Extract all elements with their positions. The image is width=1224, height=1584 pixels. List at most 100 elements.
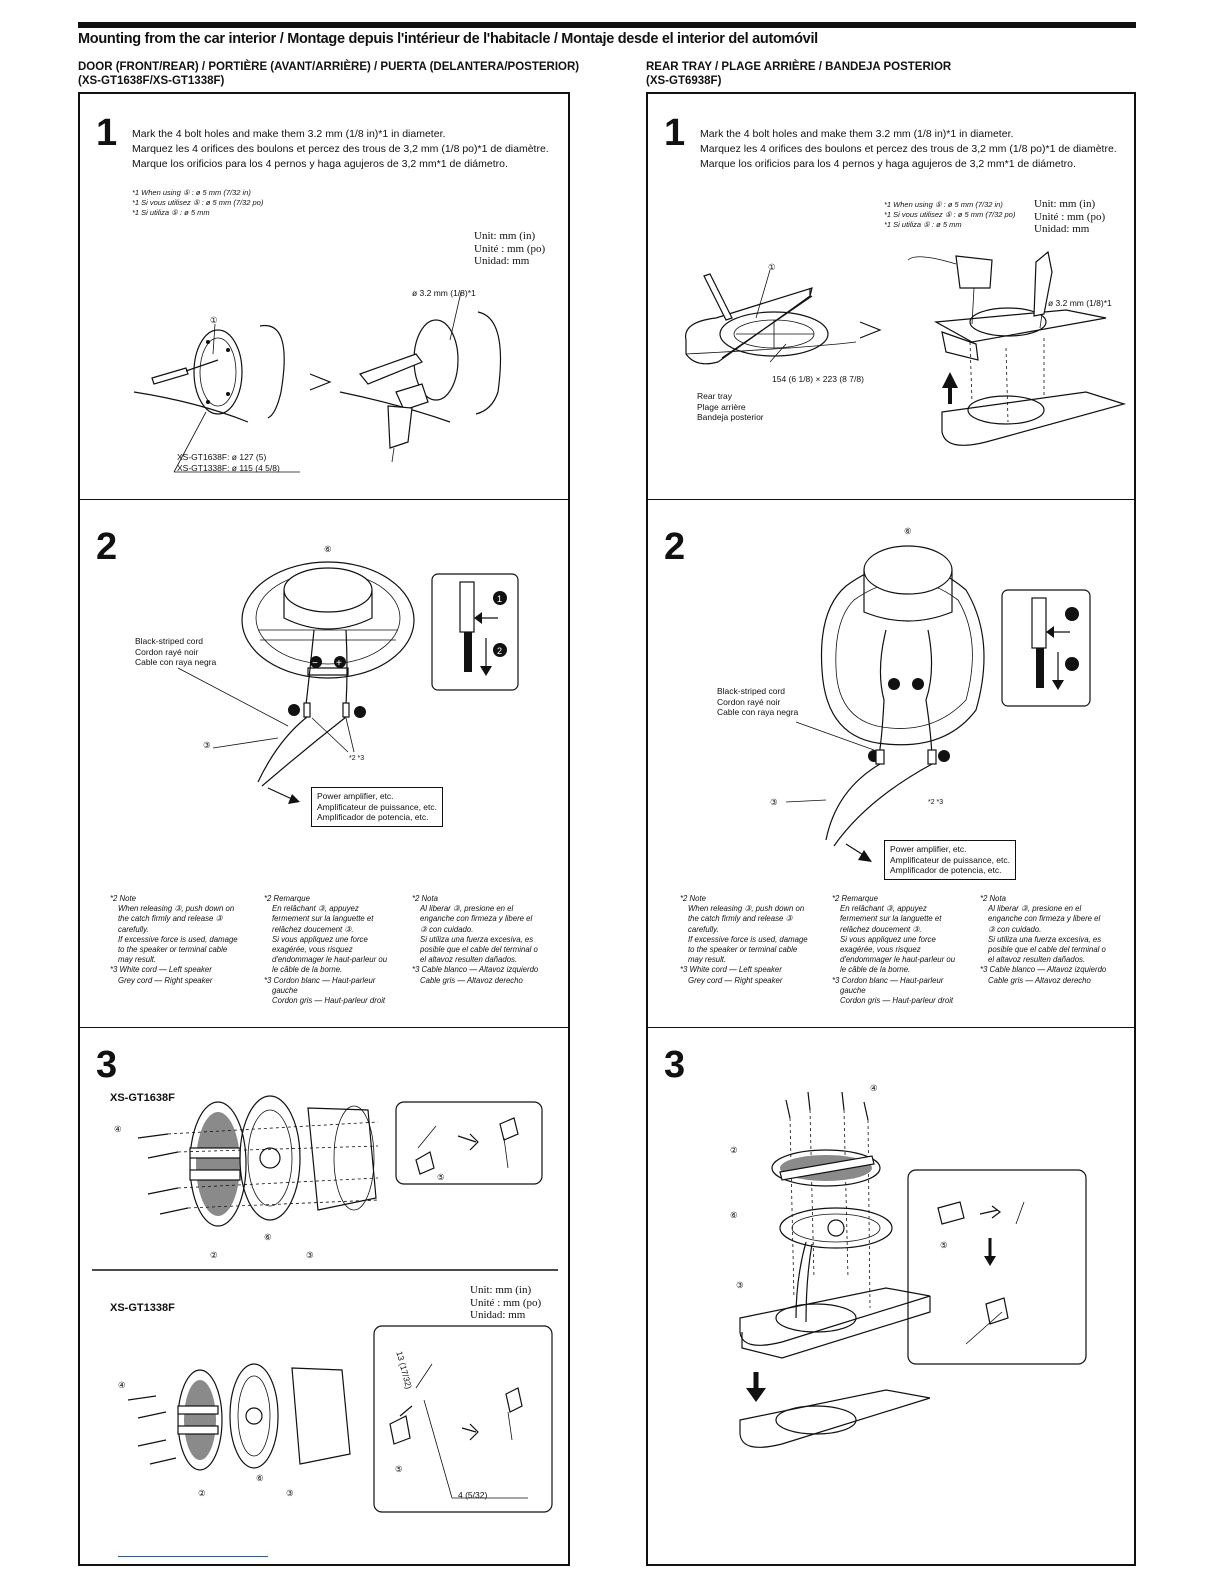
right-step1-number: 1 (664, 112, 686, 154)
rear-tray-drill-illustration (684, 250, 1127, 446)
door-drill-illustration (133, 291, 501, 473)
note-line: to the speaker or terminal cable (688, 945, 798, 955)
note-line: *3 Cordon blanc — Haut-parleur (264, 975, 376, 985)
note-line: le câble de la borne. (272, 965, 343, 975)
left-step1-units: Unit: mm (in) Unité : mm (po) Unidad: mm (474, 230, 545, 268)
note-line: el altavoz resulten dañados. (988, 955, 1086, 965)
note-line: relâchez doucement ③. (840, 924, 922, 934)
right-callout-3: ③ (770, 797, 778, 807)
unit-en: Unit: mm (in) (474, 230, 536, 242)
note-line: When releasing ③, push down on (688, 904, 805, 914)
note-line: fermement sur la languette et (272, 914, 374, 924)
unit-fr: Unité : mm (po) (474, 242, 546, 255)
note-line: gauche (272, 985, 298, 995)
left-cord-label: Black-striped cord Cordon rayé noir Cabl… (135, 636, 216, 668)
right-panel (646, 92, 1136, 1566)
note-line: the catch firmly and release ③ (118, 914, 223, 924)
top-rule (78, 22, 1136, 28)
callout-6a: ⑥ (264, 1232, 272, 1242)
note-line: gauche (840, 985, 866, 995)
note-line: el altavoz resulten dañados. (420, 955, 518, 965)
callout-5b: ⑤ (395, 1464, 403, 1474)
amp-es: Amplificador de potencia, etc. (890, 865, 1002, 875)
note-line: *2 Remarque (264, 894, 310, 903)
note-line: Al liberar ③, presione en el (988, 904, 1082, 914)
note-line: Al liberar ③, presione en el (420, 904, 514, 914)
dim-1338: XS-GT1338F: ø 115 (4 5/8) (177, 462, 280, 473)
note-line: *2 Nota (412, 894, 439, 903)
left-amp-box: Power amplifier, etc. Amplificateur de p… (311, 787, 444, 827)
page-title: Mounting from the car interior / Montage… (78, 31, 818, 47)
note-line: *2 Note (110, 894, 137, 903)
left-step2-number: 2 (96, 526, 118, 568)
note-line: posible que el cable del terminal o (988, 945, 1106, 955)
callout-3a: ③ (306, 1250, 314, 1260)
oval-speaker-wiring-illustration (785, 545, 1091, 862)
right-step2-number: 2 (664, 526, 686, 568)
inset-step-1: 1 (497, 594, 502, 604)
cord-star-notes: *2 *3 (349, 755, 365, 762)
note-line: Si utiliza una fuerza excesiva, es (988, 934, 1102, 944)
left-step1-dims: XS-GT1638F: ø 127 (5) XS-GT1338F: ø 115 … (177, 452, 280, 473)
cord-en: Black-striped cord (135, 636, 204, 646)
footnote-fr: *1 Si vous utilisez ⑤ : ø 5 mm (7/32 po) (132, 198, 264, 207)
right-heading-line2: (XS-GT6938F) (646, 75, 722, 87)
note-line: le câble de la borne. (840, 965, 911, 975)
note-line: enganche con firmeza y libere el (420, 914, 533, 924)
right-step1-units: Unit: mm (in) Unité : mm (po) Unidad: mm (1034, 198, 1105, 236)
note-line: may result. (688, 955, 727, 965)
note-line: Si vous appliquez une force (840, 934, 936, 944)
tray-en: Rear tray (697, 391, 732, 401)
left-step3-units: Unit: mm (in) Unité : mm (po) Unidad: mm (470, 1284, 541, 1322)
unit-es: Unidad: mm (474, 255, 530, 267)
cord-es: Cable con raya negra (135, 657, 217, 667)
instr-fr: Marquez les 4 orifices des boulons et pe… (700, 143, 1117, 155)
note-line: exagérée, vous risquez (272, 945, 353, 955)
note-line: carefully. (118, 924, 149, 934)
right-step1 (646, 92, 1136, 500)
note-line: may result. (118, 955, 157, 965)
callout-2a: ② (210, 1250, 218, 1260)
right-notes-en: *2 Note When releasing ③, push down on t… (680, 894, 808, 986)
note-line: *3 Cable blanco — Altavoz izquierdo (980, 965, 1107, 975)
left-step1-number: 1 (96, 112, 118, 154)
note-line: fermement sur la languette et (840, 914, 942, 924)
cord-fr: Cordon rayé noir (135, 646, 199, 657)
right-notes-fr: *2 Remarque En relâchant ③, appuyez ferm… (832, 894, 955, 1006)
note-line: *2 Note (680, 894, 707, 903)
left-panel (78, 92, 570, 1566)
note-line: exagérée, vous risquez (840, 945, 921, 955)
tray-es: Bandeja posterior (697, 412, 764, 422)
note-line: Cable gris — Altavoz derecho (988, 975, 1091, 985)
right-callout-4: ④ (870, 1083, 878, 1093)
right-column-heading: REAR TRAY / PLAGE ARRIÈRE / BANDEJA POST… (646, 60, 951, 88)
model-label-1638: XS-GT1638F (110, 1092, 175, 1104)
cord-es: Cable con raya negra (717, 707, 799, 717)
note-line: *2 Remarque (832, 894, 878, 903)
cord-en: Black-striped cord (717, 686, 786, 696)
footnote-es: *1 Si utiliza ⑤ : ø 5 mm (884, 220, 962, 229)
instr-es: Marque los orificios para los 4 pernos y… (132, 158, 508, 170)
note-line: posible que el cable del terminal o (420, 945, 538, 955)
note-line: Grey cord — Right speaker (118, 975, 213, 985)
note-line: *3 Cordon blanc — Haut-parleur (832, 975, 944, 985)
note-line: carefully. (688, 924, 719, 934)
callout-3: ③ (203, 740, 211, 750)
footnote-es: *1 Si utiliza ⑤ : ø 5 mm (132, 208, 210, 217)
right-dims-label: 154 (6 1/8) × 223 (8 7/8) (772, 374, 864, 384)
unit-fr: Unité : mm (po) (1034, 210, 1106, 223)
left-step1-instructions: Mark the 4 bolt holes and make them 3.2 … (132, 127, 549, 172)
note-line: Cordon gris — Haut-parleur droit (272, 996, 386, 1006)
amp-en: Power amplifier, etc. (890, 844, 967, 854)
amp-en: Power amplifier, etc. (317, 791, 394, 801)
right-step3-number: 3 (664, 1044, 686, 1086)
right-callout-2: ② (730, 1145, 738, 1155)
model-label-1338: XS-GT1338F (110, 1302, 175, 1314)
note-line: Si utiliza una fuerza excesiva, es (420, 934, 534, 944)
note-line: d'endommager le haut-parleur ou (272, 955, 388, 965)
left-step3-number: 3 (96, 1044, 118, 1086)
page-link-underline[interactable] (118, 1556, 268, 1557)
plus-sign: + (336, 658, 342, 669)
inset-step-2: 2 (497, 646, 502, 656)
right-step2 (646, 500, 1136, 1028)
